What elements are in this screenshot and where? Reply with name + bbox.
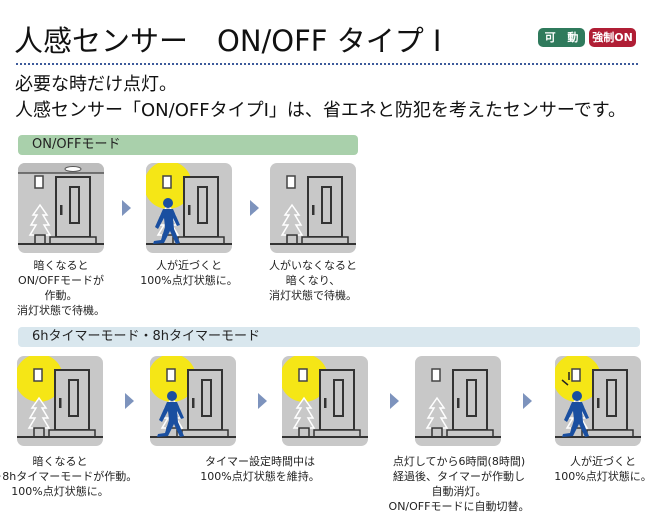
person-icon [562, 391, 589, 437]
page-title: 人感センサー ON/OFF タイプ I [14, 24, 442, 58]
wall-lamp-icon [34, 175, 44, 189]
lead-text-2: 人感センサー「ON/OFFタイプI」は、省エネと防犯を考えたセンサーです。 [15, 100, 626, 121]
dotted-divider [16, 63, 638, 65]
wall-lamp-icon [571, 368, 581, 382]
step-caption: 人がいなくなると暗くなり、消灯状態で待機。 [269, 259, 357, 302]
spark-icon [561, 379, 569, 386]
badge-forced-on: 強制ON [589, 28, 636, 47]
next-arrow-icon [122, 200, 131, 216]
wall-lamp-icon [431, 368, 441, 382]
wall-lamp-icon [166, 368, 176, 382]
timer-step-5-illustration [555, 356, 641, 446]
next-arrow-icon [258, 393, 267, 409]
badge-movable: 可 動 [538, 28, 585, 47]
ceiling-light-icon [64, 166, 82, 172]
timer-step-4-illustration [415, 356, 501, 446]
timer-mode-heading: 6hタイマーモード・8hタイマーモード [18, 327, 640, 347]
step-caption: 暗くなると6h･8hタイマーモードが作動。100%点灯状態に。 [0, 455, 138, 498]
timer-step-3-illustration [282, 356, 368, 446]
wall-lamp-icon [162, 175, 172, 189]
lead-text-1: 必要な時だけ点灯。 [15, 74, 177, 95]
step-caption: 点灯してから6時間(8時間)経過後、タイマーが作動し自動消灯。ON/OFFモード… [388, 455, 530, 513]
person-icon [153, 198, 180, 244]
next-arrow-icon [125, 393, 134, 409]
next-arrow-icon [523, 393, 532, 409]
wall-lamp-icon [33, 368, 43, 382]
next-arrow-icon [390, 393, 399, 409]
wall-lamp-icon [286, 175, 296, 189]
timer-step-1-illustration [17, 356, 103, 446]
onoff-step-1-illustration [18, 163, 104, 253]
wall-lamp-icon [298, 368, 308, 382]
onoff-step-3-illustration [270, 163, 356, 253]
person-icon [157, 391, 184, 437]
next-arrow-icon [250, 200, 259, 216]
onoff-mode-heading: ON/OFFモード [18, 135, 358, 155]
timer-step-2-illustration [150, 356, 236, 446]
onoff-step-2-illustration [146, 163, 232, 253]
